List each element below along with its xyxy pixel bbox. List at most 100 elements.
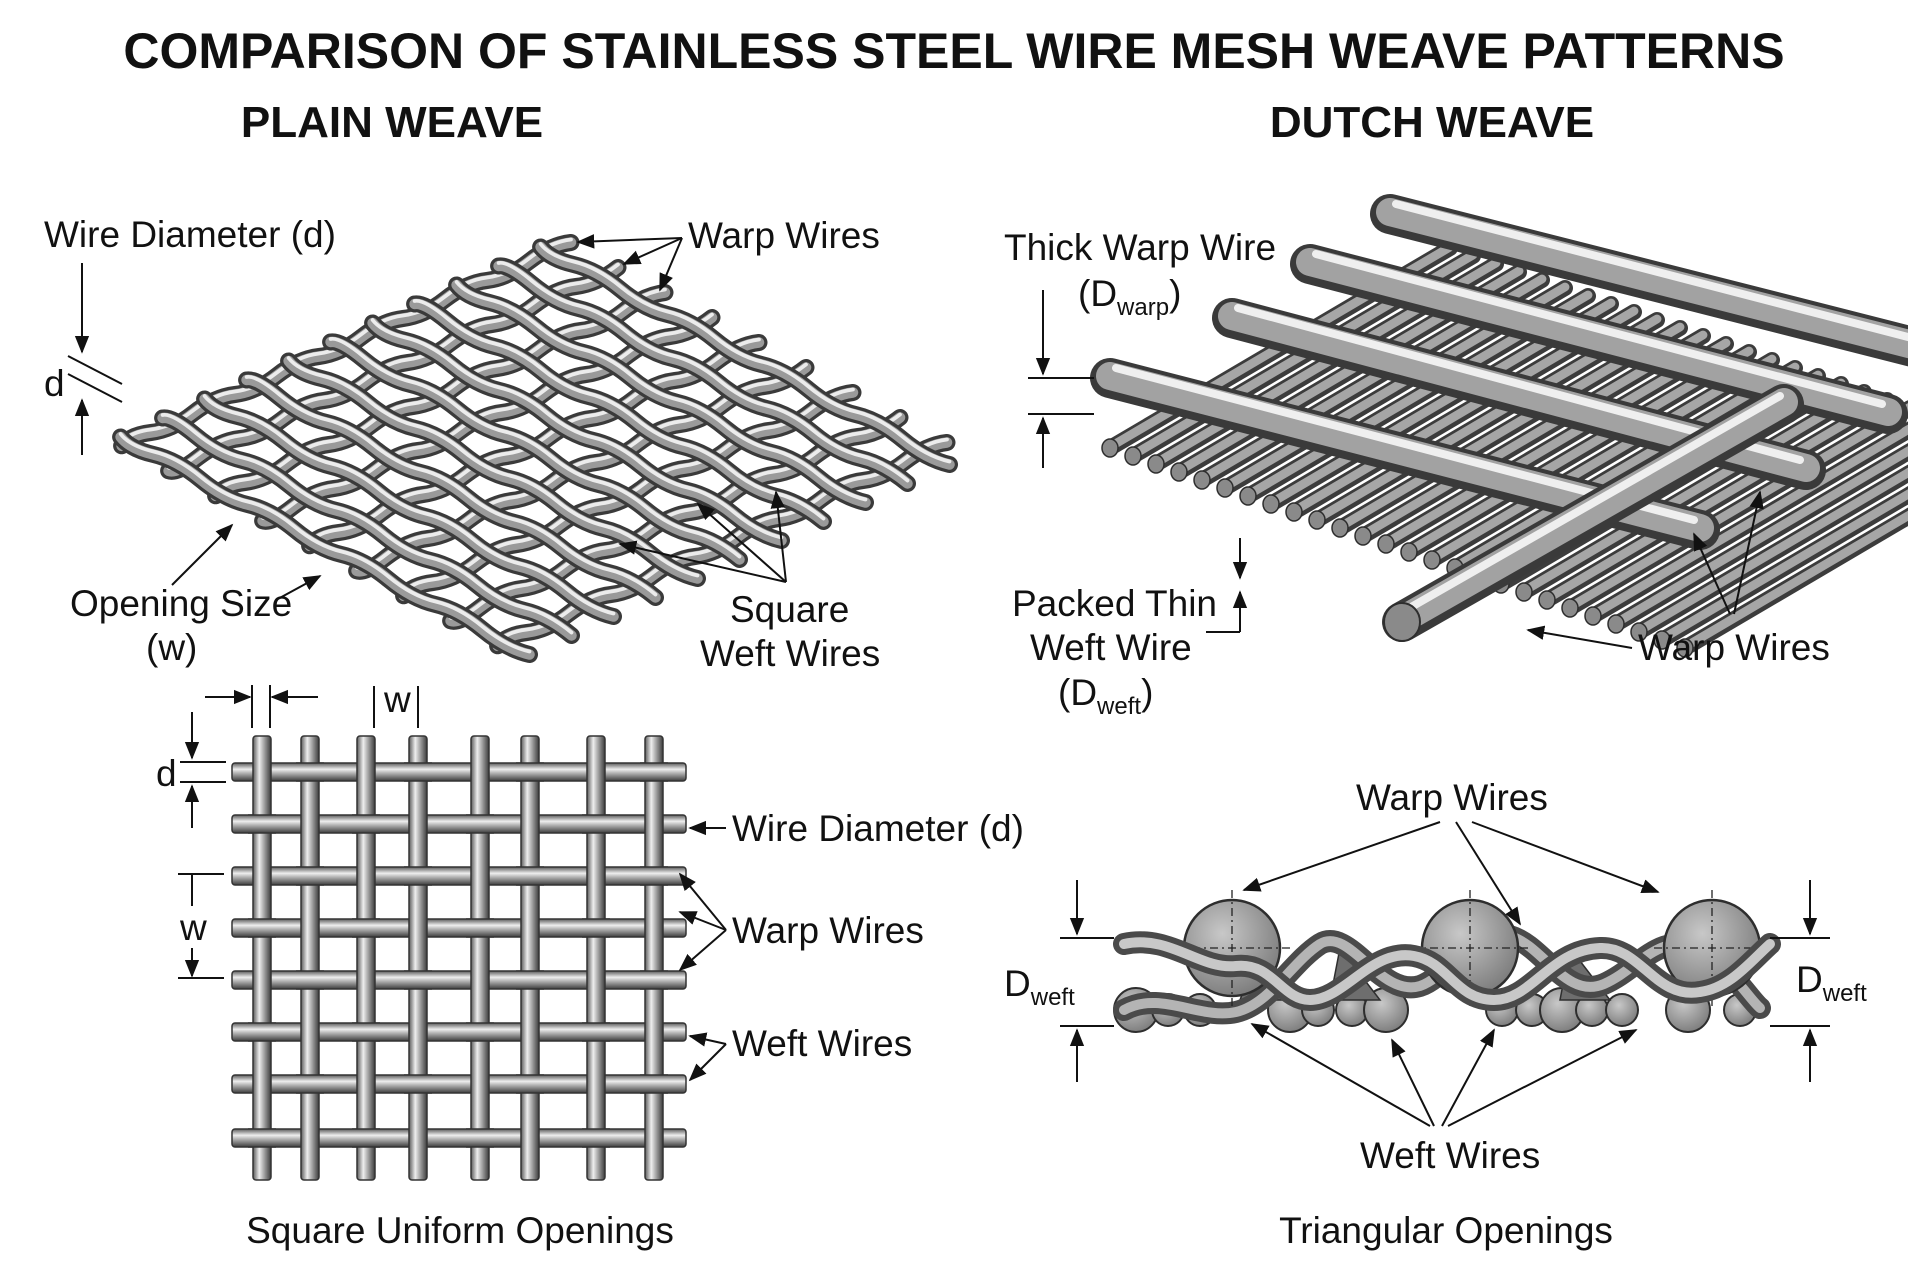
dutch-thin-weft-wire-end [1423,550,1441,570]
dutch-thick-warp-wires [1090,194,1908,642]
grid-weft-wire [231,762,687,782]
grid-crossing [582,1129,610,1147]
main-title: COMPARISON OF STAINLESS STEEL WIRE MESH … [123,23,1784,79]
dutch-thin-weft-wire-body [1427,354,1777,564]
plain-warp-wire-body [241,374,661,603]
dutch-thin-weft-wire-end [1216,478,1234,498]
grid-crossing [248,1023,276,1041]
plain-weft-wire-highlight [260,312,714,521]
plain-warp-wire-highlight [454,280,868,502]
dutch-thick-warp-wire-highlight [1392,200,1908,342]
plain-weft-arrow-3 [618,540,787,583]
plain-opening-size-w: (w) [146,627,197,668]
plain-weave-2d-grid [231,735,687,1181]
grid-crossing [296,867,324,885]
plain-square-label: Square [730,589,849,630]
plain-warp-wire-highlight [370,318,784,540]
grid-crossing [352,1129,380,1147]
grid-warp-arrow-3 [678,929,727,972]
plain-warp-wire-body [451,279,871,508]
grid-crossing [640,971,668,989]
dutch-cross-section [1113,890,1781,1033]
dutch-weave-3d-mesh [1090,194,1908,658]
grid-crossing [516,971,544,989]
dutch-thin-weft-wire-end [1262,494,1280,514]
plain-weave-heading: PLAIN WEAVE [241,98,543,147]
dutch-thick-warp-wire-body [1376,198,1908,359]
plain-weft-wire-highlight [166,262,620,471]
grid-wire-diameter-label: Wire Diameter (d) [732,808,1024,849]
dutch-thin-weft-wire-end [1584,606,1602,626]
plain-warp-wire-body [325,336,745,565]
dutch-thick-warp-wire-highlight [1402,392,1784,614]
grid-warp-wire [408,735,428,1181]
dutch-thin-weft-wire-body [1611,446,1908,628]
dutch-thin-weft-wire-end [1538,590,1556,610]
dutch-thin-weft-wire-end [1124,446,1142,466]
grid-warp-wires-label: Warp Wires [732,910,924,951]
grid-weft-wires [231,762,687,1148]
plain-warp-arrow-3 [659,237,683,292]
cs-warp-arrow-2 [1455,821,1521,926]
grid-warp-wire [300,735,320,1181]
grid-warp-arrow-2 [678,911,727,931]
plain-wire-diameter-label: Wire Diameter (d) [44,214,336,255]
dutch-warp-arrow-3 [1733,490,1764,615]
plain-opening-size-label: Opening Size [70,583,292,624]
dutch-thick-warp-wire-body [1388,388,1798,634]
dutch-thin-weft-wire-body [1519,386,1869,596]
dutch-thin-weft-wire-end [1400,542,1418,562]
grid-crossing [248,815,276,833]
dutch-thin-weft-wire-end [1630,622,1648,642]
plain-warp-wire-highlight [160,412,574,635]
grid-crossing [404,971,432,989]
dutch-thin-weft-wire-end [1308,510,1326,530]
dutch-thin-weft-wire-body [1657,489,1908,644]
dutch-thick-warp-wire-highlight [1312,250,1886,408]
dutch-packed-label-2: Weft Wire [1030,627,1192,668]
grid-warp-wire [356,735,376,1181]
dutch-thin-weft-wire-end [1170,462,1188,482]
dutch-warp-arrow-1 [1526,625,1633,649]
plain-warp-wire-body [367,317,787,546]
dutch-thin-weft-wire-end [1607,614,1625,634]
grid-crossing [582,919,610,937]
grid-d-left-label: d [156,753,177,794]
dutch-thin-weft-wire-body [1680,510,1908,652]
plain-weft-wires-label: Weft Wires [700,633,880,674]
grid-weft-wire [231,814,687,834]
grid-weft-wire [231,970,687,990]
grid-crossing [516,1075,544,1093]
grid-warp-wire [470,735,490,1181]
dutch-thin-weft-wire-body [1634,467,1908,636]
grid-warp-wire [252,735,272,1181]
grid-weft-arrow-2 [688,1043,727,1082]
grid-crossing [296,763,324,781]
dutch-thin-weft-wire-end [1653,630,1671,650]
plain-weft-arrow-2 [696,502,787,583]
plain-warp-wire-body [283,355,703,584]
dutch-thin-weft-wire-end [1147,454,1165,474]
dutch-thin-weft-wire-end [1354,526,1372,546]
grid-crossing [582,1023,610,1041]
grid-warp-wire [644,735,664,1181]
cs-weft-arrow-1 [1250,1023,1431,1127]
plain-caption: Square Uniform Openings [246,1210,674,1251]
grid-crossing [466,919,494,937]
grid-weft-wire [231,1074,687,1094]
dutch-thin-weft-wire-end [1193,470,1211,490]
cs-warp-arrow-1 [1242,821,1441,892]
cs-warp-wires-label: Warp Wires [1356,777,1548,818]
plain-warp-wire-highlight [538,242,952,464]
grid-crossing [466,1023,494,1041]
grid-crossing [640,1075,668,1093]
grid-crossing [466,1129,494,1147]
dutch-thin-weft-wire-body [1565,403,1908,612]
grid-crossing [248,919,276,937]
dutch-packed-label-1: Packed Thin [1012,583,1217,624]
dutch-thick-warp-wire-end [1383,602,1421,642]
grid-warp-arrow-1 [678,872,727,931]
dutch-thin-weft-wire-end [1676,638,1694,658]
plain-warp-wire-highlight [286,356,700,578]
grid-crossing [466,815,494,833]
